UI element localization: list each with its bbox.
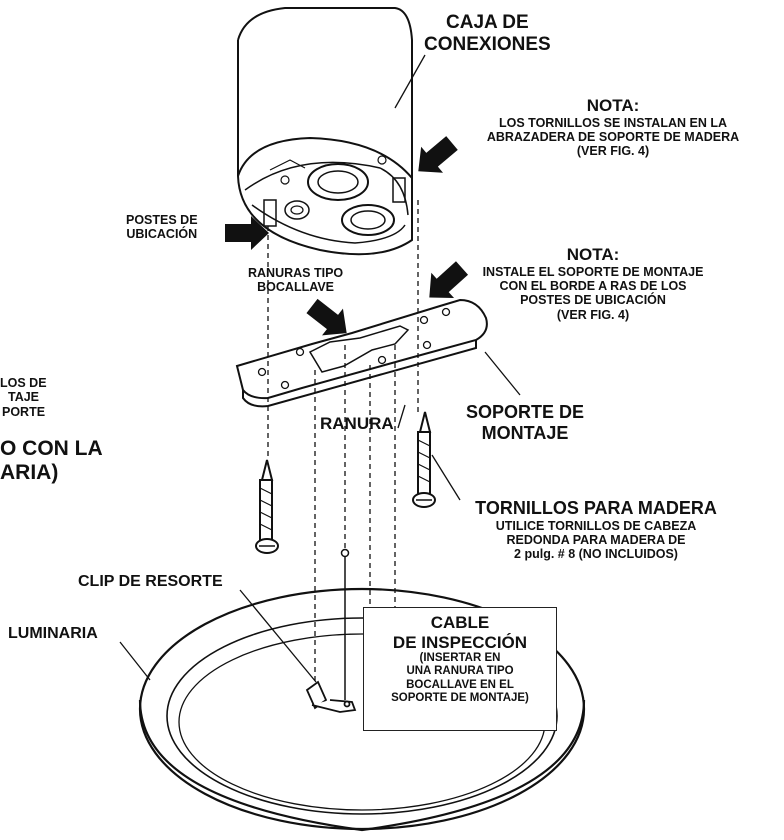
mounting-bracket-label: SOPORTE DE MONTAJE xyxy=(466,402,584,443)
mounting-bracket-line: SOPORTE DE xyxy=(466,402,585,422)
locating-posts-line: POSTES DE xyxy=(126,213,198,227)
leader-line xyxy=(484,351,521,396)
spring-clip-label: CLIP DE RESORTE xyxy=(78,573,223,590)
leader-line xyxy=(119,641,151,681)
junction-box-label-line: CAJA DE xyxy=(446,12,529,33)
mounting-bracket-line: MONTAJE xyxy=(481,422,569,443)
inspection-cable-line: BOCALLAVE EN EL xyxy=(406,678,514,691)
inspection-cable xyxy=(340,548,350,700)
note-top-line: (VER FIG. 4) xyxy=(576,144,650,159)
note-mid-line: POSTES DE UBICACIÓN xyxy=(520,293,666,308)
inspection-cable-box: CABLE DE INSPECCIÓN (INSERTAR EN UNA RAN… xyxy=(363,607,557,731)
note-top-title: NOTA: xyxy=(586,96,640,115)
cut-off-line: LOS DE xyxy=(0,376,47,390)
leader-line xyxy=(431,454,461,501)
note-mid-line: INSTALE EL SOPORTE DE MONTAJE xyxy=(482,264,704,279)
keyhole-slots-line: BOCALLAVE xyxy=(257,280,334,295)
keyhole-slots-label: RANURAS TIPO BOCALLAVE xyxy=(248,266,343,295)
cut-off-line: PORTE xyxy=(2,404,46,419)
note-mid-line: (VER FIG. 4) xyxy=(556,307,630,322)
leader-line xyxy=(239,589,317,683)
cut-off-line: ARIA) xyxy=(0,461,59,485)
arrow-locating-posts xyxy=(225,216,269,250)
junction-box xyxy=(237,7,413,256)
wood-screw-right xyxy=(412,411,436,508)
cut-off-label-small: LOS DE TAJE PORTE xyxy=(0,376,47,419)
note-mid-line: CON EL BORDE A RAS DE LOS xyxy=(499,278,687,293)
leader-line xyxy=(394,54,426,109)
wood-screws-line: UTILICE TORNILLOS DE CABEZA xyxy=(495,518,697,533)
cut-off-line: TAJE xyxy=(8,390,40,405)
slot-label: RANURA xyxy=(320,414,394,433)
cut-off-line: O CON LA xyxy=(0,437,103,460)
note-top: NOTA: LOS TORNILLOS SE INSTALAN EN LA AB… xyxy=(455,96,771,159)
note-mid: NOTA: INSTALE EL SOPORTE DE MONTAJE CON … xyxy=(459,245,727,322)
junction-box-label-line: CONEXIONES xyxy=(424,33,551,55)
wood-screws-line: 2 pulg. # 8 (NO INCLUIDOS) xyxy=(514,547,678,562)
note-top-line: LOS TORNILLOS SE INSTALAN EN LA xyxy=(498,115,727,130)
wood-screws-label: TORNILLOS PARA MADERA UTILICE TORNILLOS … xyxy=(438,498,754,562)
cut-off-label-large: O CON LA ARIA) xyxy=(0,437,103,485)
leader-line xyxy=(397,404,406,429)
inspection-cable-line: (INSERTAR EN xyxy=(419,652,501,665)
keyhole-slots-line: RANURAS TIPO xyxy=(248,266,344,280)
inspection-cable-label: CABLE DE INSPECCIÓN (INSERTAR EN UNA RAN… xyxy=(364,613,556,705)
locating-posts-line: UBICACIÓN xyxy=(126,227,198,242)
inspection-cable-title: CABLE xyxy=(430,613,490,632)
inspection-cable-title: DE INSPECCIÓN xyxy=(392,632,528,652)
inspection-cable-line: SOPORTE DE MONTAJE) xyxy=(391,691,529,704)
spring-clip xyxy=(305,680,357,713)
mounting-bracket xyxy=(235,298,488,408)
luminaire xyxy=(138,587,586,832)
note-top-line: ABRAZADERA DE SOPORTE DE MADERA xyxy=(486,129,740,144)
wood-screws-title: TORNILLOS PARA MADERA xyxy=(475,498,717,518)
wood-screw-left xyxy=(255,459,279,554)
locating-posts-label: POSTES DE UBICACIÓN xyxy=(126,213,198,242)
inspection-cable-line: UNA RANURA TIPO xyxy=(406,665,514,678)
note-mid-title: NOTA: xyxy=(566,245,620,264)
wood-screws-line: REDONDA PARA MADERA DE xyxy=(506,533,686,548)
luminaire-label: LUMINARIA xyxy=(8,625,98,642)
junction-box-label: CAJA DE CONEXIONES xyxy=(424,12,551,56)
